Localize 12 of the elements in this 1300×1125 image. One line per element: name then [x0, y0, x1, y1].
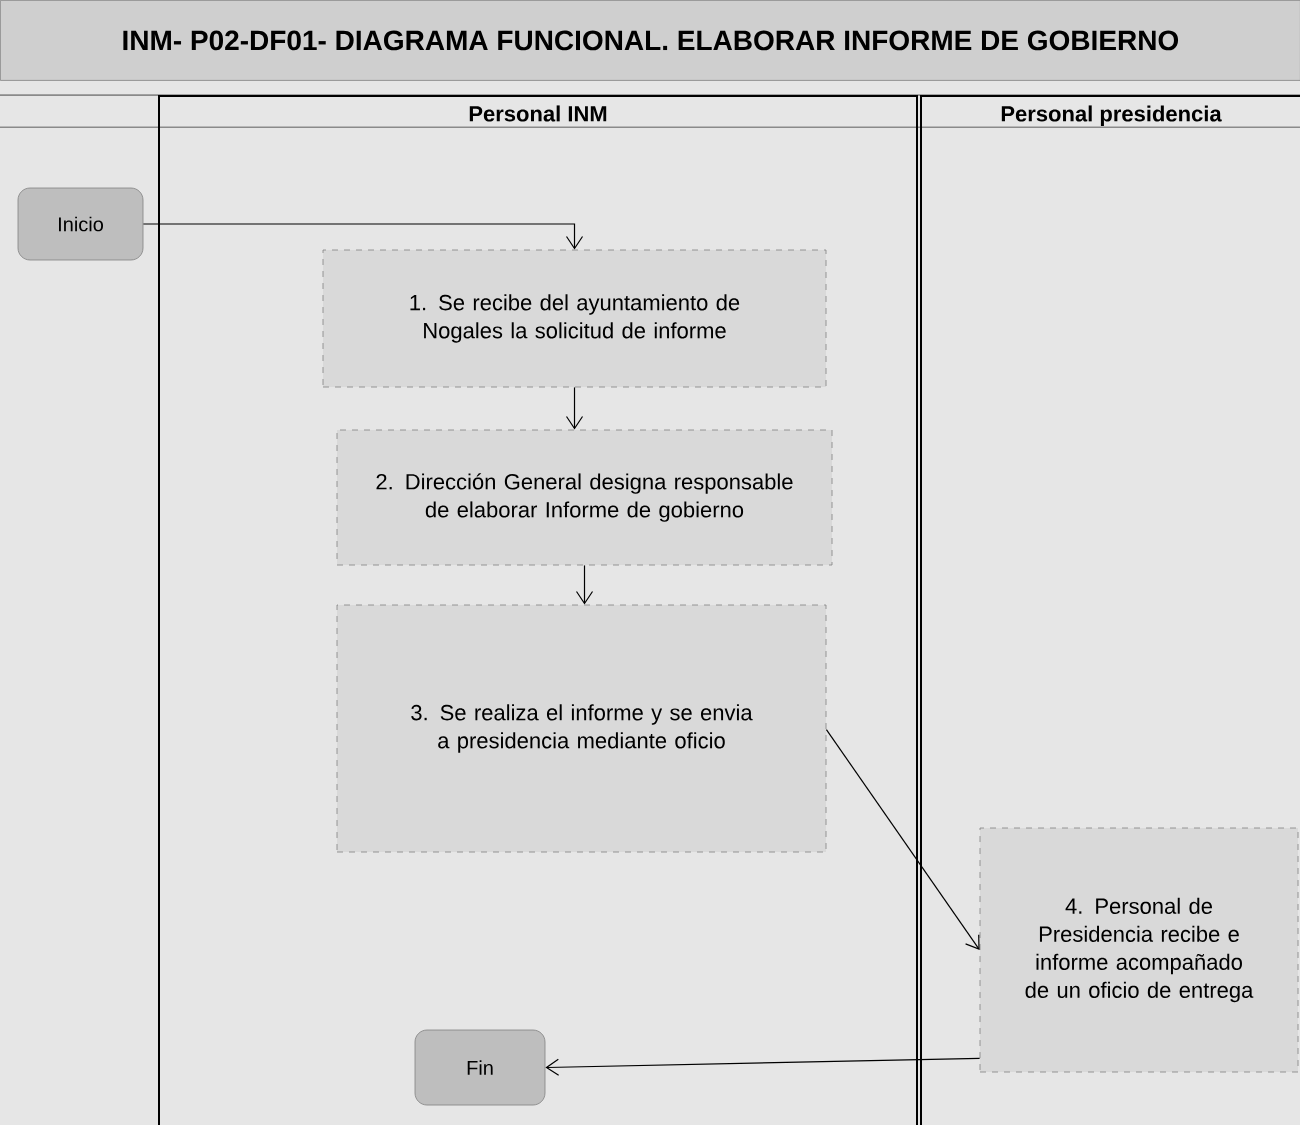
process-box: 4. Personal de Presidencia recibe e informe acompañado de un oficio de entrega	[979, 827, 1299, 1073]
arrow	[575, 564, 594, 605]
arrow	[545, 1057, 981, 1076]
arrow	[142, 223, 584, 250]
arrow	[565, 386, 584, 430]
arrow	[825, 729, 980, 950]
process-box: 1. Se recibe del ayuntamiento de Nogales la solicitud de informe	[322, 249, 827, 388]
process-box: 3. Se realiza el informe y se envia a presidencia mediante oficio	[336, 604, 827, 853]
process-box: 2. Dirección General designa responsable de elaborar Informe de gobierno	[336, 429, 833, 566]
title-bar: INM- P02-DF01- DIAGRAMA FUNCIONAL. ELABORAR INFORME DE GOBIERNO	[0, 0, 1300, 81]
terminal-box: Inicio	[17, 187, 144, 261]
terminal-box: Fin	[414, 1029, 546, 1106]
